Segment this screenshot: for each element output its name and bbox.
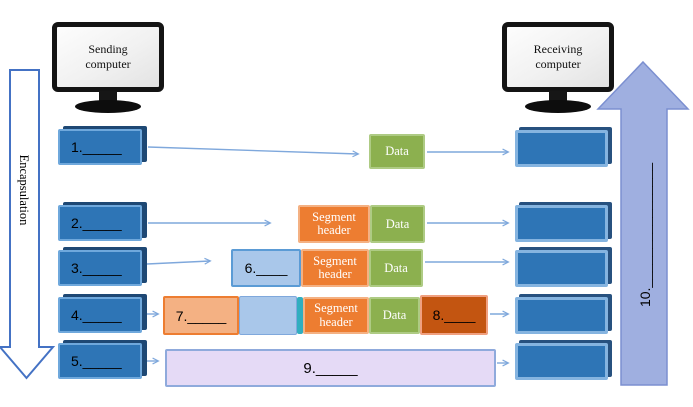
data-label: Data bbox=[382, 308, 407, 322]
row3-data-block: Data bbox=[369, 249, 423, 287]
row2-segment-header-block: Segment header bbox=[298, 205, 370, 243]
sending-computer-label: Sending computer bbox=[85, 42, 131, 71]
row4-blank-7-block: 7._____ bbox=[163, 296, 239, 335]
receiver-layer-5-box bbox=[515, 343, 608, 380]
sender-layer-1-box: 1._____ bbox=[58, 129, 142, 165]
row4-blank-8-block: 8.____ bbox=[420, 295, 488, 335]
receiver-layer-3-box bbox=[515, 250, 608, 287]
blank-10-label: 10.________________ bbox=[637, 162, 653, 308]
blank-4-label: 4._____ bbox=[71, 307, 122, 323]
blank-9-label: 9._____ bbox=[303, 359, 358, 377]
row3-blank-6-block: 6.____ bbox=[231, 249, 301, 287]
sender-layer-3-box: 3._____ bbox=[58, 250, 142, 286]
encapsulation-label: Encapsulation bbox=[17, 154, 31, 226]
connector-row1-left bbox=[147, 146, 360, 158]
segment-header-label: Segment header bbox=[313, 253, 357, 281]
sender-layer-5-box: 5._____ bbox=[58, 343, 142, 379]
monitor-screen: Receiving computer bbox=[502, 22, 614, 92]
row1-data-block: Data bbox=[369, 134, 425, 169]
receiver-layer-4-box bbox=[515, 297, 608, 334]
blank-1-label: 1._____ bbox=[71, 139, 122, 155]
encapsulation-arrow-shape bbox=[0, 69, 56, 380]
segment-header-label: Segment header bbox=[312, 209, 356, 237]
receiver-layer-2-box bbox=[515, 205, 608, 242]
row5-blank-9-block: 9._____ bbox=[165, 349, 496, 387]
blank-3-label: 3._____ bbox=[71, 260, 122, 276]
blank-2-label: 2._____ bbox=[71, 215, 122, 231]
connector-row3-left bbox=[146, 257, 212, 265]
blank-5-label: 5._____ bbox=[71, 353, 122, 369]
row4-teal-sliver bbox=[297, 297, 303, 334]
receiver-layer-1-box bbox=[515, 130, 608, 167]
blank-7-label: 7._____ bbox=[175, 307, 227, 324]
row4-data-block: Data bbox=[369, 297, 420, 334]
segment-header-label: Segment header bbox=[314, 301, 358, 329]
sender-layer-2-box: 2._____ bbox=[58, 205, 142, 241]
sender-layer-4-box: 4._____ bbox=[58, 297, 142, 333]
monitor-base bbox=[75, 100, 141, 113]
monitor-base bbox=[525, 100, 591, 113]
receiving-computer-label: Receiving computer bbox=[533, 42, 583, 71]
data-label: Data bbox=[385, 216, 410, 231]
monitor-screen: Sending computer bbox=[52, 22, 164, 92]
sending-computer-icon: Sending computer bbox=[52, 22, 164, 113]
data-label: Data bbox=[385, 144, 409, 158]
row4-light-blue-block bbox=[239, 296, 297, 335]
row3-segment-header-block: Segment header bbox=[301, 249, 369, 287]
blank-6-label: 6.____ bbox=[244, 260, 288, 276]
blank-8-label: 8.____ bbox=[432, 307, 476, 323]
receiving-computer-icon: Receiving computer bbox=[502, 22, 614, 113]
decapsulation-arrow-shape bbox=[596, 60, 690, 386]
row4-segment-header-block: Segment header bbox=[303, 297, 369, 334]
row2-data-block: Data bbox=[370, 205, 425, 243]
data-label: Data bbox=[384, 260, 408, 275]
